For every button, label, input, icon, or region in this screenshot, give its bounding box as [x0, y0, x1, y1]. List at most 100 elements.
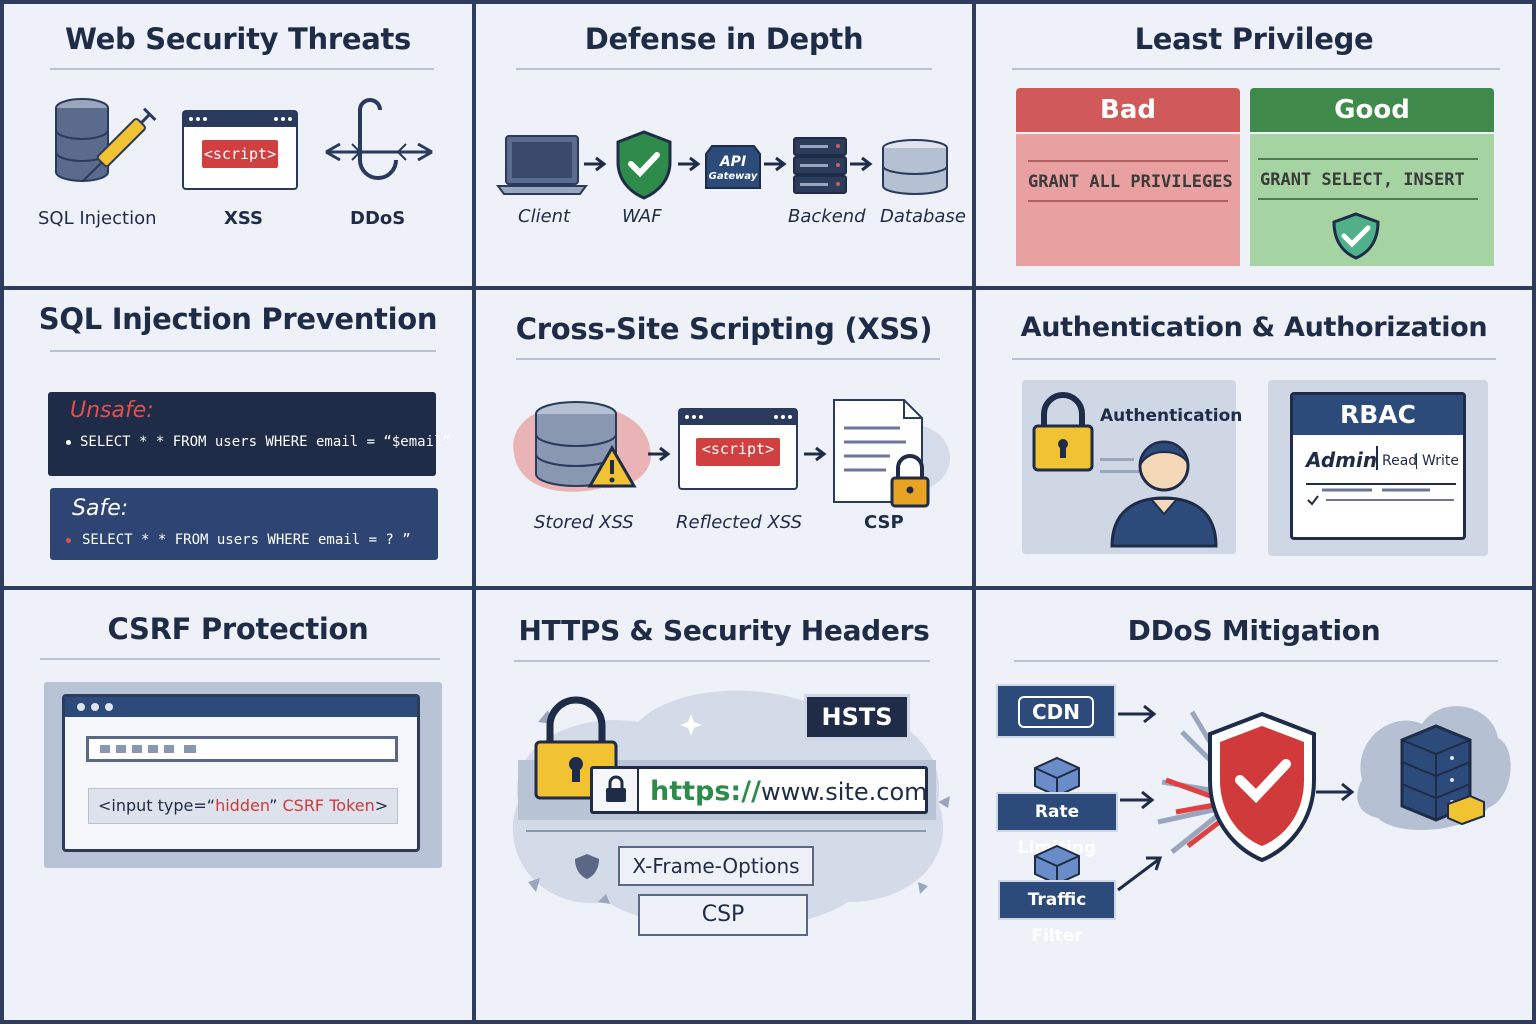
- input-suffix: >: [374, 796, 389, 815]
- title-rule: [1012, 68, 1500, 70]
- browser-titlebar: [65, 697, 417, 717]
- panel-sql-injection-prevention: SQL Injection Prevention Unsafe: SELECT …: [4, 290, 472, 586]
- panel-title: SQL Injection Prevention: [38, 302, 438, 336]
- divider: [1376, 446, 1378, 470]
- label-client: Client: [518, 206, 571, 227]
- input-hidden-value: hidden: [215, 796, 270, 815]
- unsafe-code: SELECT * * FROM users WHERE email = “$em…: [80, 434, 451, 450]
- panel-title: Defense in Depth: [584, 22, 864, 56]
- label-waf: WAF: [622, 206, 662, 227]
- arrow-icon: [648, 446, 671, 462]
- script-tag-text: <script>: [701, 440, 775, 458]
- title-rule: [40, 658, 440, 660]
- hook-arrows-icon: [325, 98, 433, 180]
- rate-limiting-label: Rate Limiting: [996, 792, 1118, 858]
- label-database: Database: [880, 206, 966, 227]
- title-rule: [516, 358, 940, 360]
- shield-check-icon: [1332, 212, 1380, 260]
- infographic-grid: Web Security Threats SQL Injection <scri…: [4, 4, 1532, 1020]
- panel-defense-in-depth: Defense in Depth Client WAF API Gateway: [476, 4, 972, 286]
- arrow-icon: [764, 156, 787, 172]
- panel-csrf-protection: CSRF Protection <input type=“hidden” CSR…: [4, 590, 472, 1020]
- safe-label: Safe:: [72, 496, 129, 521]
- browser-window-icon: [182, 110, 298, 190]
- browser-window-icon: [678, 408, 798, 490]
- title-rule: [516, 68, 932, 70]
- panel-authentication-authorization: Authentication & Authorization Authentic…: [976, 290, 1532, 586]
- input-prefix: <input type=“: [98, 796, 216, 815]
- hidden-input-code: <input type=“hidden” CSRF Token>: [98, 796, 388, 815]
- label-sql-injection: SQL Injection: [38, 208, 157, 229]
- padlock-icon: [1032, 392, 1094, 472]
- divider: [526, 830, 926, 832]
- window-controls-icon: [77, 703, 113, 711]
- title-rule: [1014, 660, 1498, 662]
- url-text: https://www.site.com: [650, 776, 928, 807]
- arrow-icon: [804, 446, 827, 462]
- input-mid: ”: [269, 796, 283, 815]
- panel-https-security-headers: HTTPS & Security Headers HSTS https://ww…: [476, 590, 972, 1020]
- bullet-icon: [66, 538, 71, 543]
- label-backend: Backend: [788, 206, 866, 227]
- arrow-icon: [678, 156, 701, 172]
- divider: [1258, 158, 1478, 160]
- browser-window: [62, 694, 420, 852]
- title-rule: [50, 350, 436, 352]
- label-xss: XSS: [224, 208, 263, 229]
- good-header: Good: [1250, 88, 1494, 132]
- cube-icon: [1034, 756, 1080, 798]
- bad-header: Bad: [1016, 88, 1240, 132]
- api-gateway-icon: [705, 145, 761, 189]
- traffic-arrows-icon: [1117, 704, 1163, 892]
- shield-check-burst-icon: [1157, 710, 1355, 863]
- good-code: GRANT SELECT, INSERT: [1260, 170, 1465, 190]
- panel-title: HTTPS & Security Headers: [518, 614, 930, 647]
- hidden-input-box: [88, 788, 398, 824]
- arrow-icon: [850, 156, 873, 172]
- cdn-box: [996, 684, 1116, 738]
- stored-xss-database-warning-icon: [513, 401, 651, 492]
- panel-least-privilege: Least Privilege Bad GRANT ALL PRIVILEGES…: [976, 4, 1532, 286]
- role-admin: Admin: [1306, 448, 1378, 472]
- panel-title: DDoS Mitigation: [1127, 614, 1381, 647]
- panel-ddos-mitigation: DDoS Mitigation CDN Rate Limiting Traffi…: [976, 590, 1532, 1020]
- gateway-text: Gateway: [708, 171, 758, 182]
- server-cloud-icon: [1357, 706, 1511, 831]
- panel-title: Least Privilege: [1134, 22, 1374, 56]
- label-reflected-xss: Reflected XSS: [676, 512, 802, 533]
- traffic-filter-label: Traffic Filter: [998, 880, 1116, 946]
- label-csp: CSP: [864, 512, 904, 533]
- divider: [1416, 453, 1417, 469]
- permission-write: Write: [1422, 453, 1459, 469]
- title-rule: [50, 68, 434, 70]
- panel-title: Web Security Threats: [64, 22, 412, 56]
- server-rack-icon: [793, 137, 847, 194]
- database-syringe-icon: [55, 98, 157, 182]
- url-host: www.site.com: [760, 778, 928, 806]
- panel-cross-site-scripting: Cross-Site Scripting (XSS) Stored XSS <s…: [476, 290, 972, 586]
- panel-title: Cross-Site Scripting (XSS): [515, 312, 933, 346]
- api-text: API: [719, 154, 747, 170]
- csp-header: CSP: [638, 894, 808, 936]
- divider: [1028, 160, 1228, 162]
- unsafe-code-box: [48, 392, 436, 476]
- shield-check-icon: [616, 130, 672, 200]
- cube-icon: [1034, 844, 1080, 886]
- panel-title: Authentication & Authorization: [1020, 312, 1488, 343]
- safe-code-box: [50, 488, 438, 560]
- panel-web-security-threats: Web Security Threats SQL Injection <scri…: [4, 4, 472, 286]
- cdn-label: CDN: [1018, 696, 1094, 728]
- divider: [1028, 200, 1228, 202]
- authentication-label: Authentication: [1100, 406, 1243, 426]
- arrow-icon: [584, 156, 607, 172]
- url-bar[interactable]: [590, 766, 928, 814]
- divider: [1258, 198, 1478, 200]
- url-scheme: https://: [650, 776, 761, 807]
- hsts-badge: HSTS: [804, 694, 910, 740]
- rbac-title: RBAC: [1293, 395, 1463, 435]
- title-rule: [1012, 358, 1496, 360]
- label-ddos: DDoS: [350, 208, 406, 229]
- safe-code: SELECT * * FROM users WHERE email = ? ”: [82, 532, 411, 548]
- script-tag-text: <script>: [203, 145, 277, 163]
- title-rule: [514, 660, 930, 662]
